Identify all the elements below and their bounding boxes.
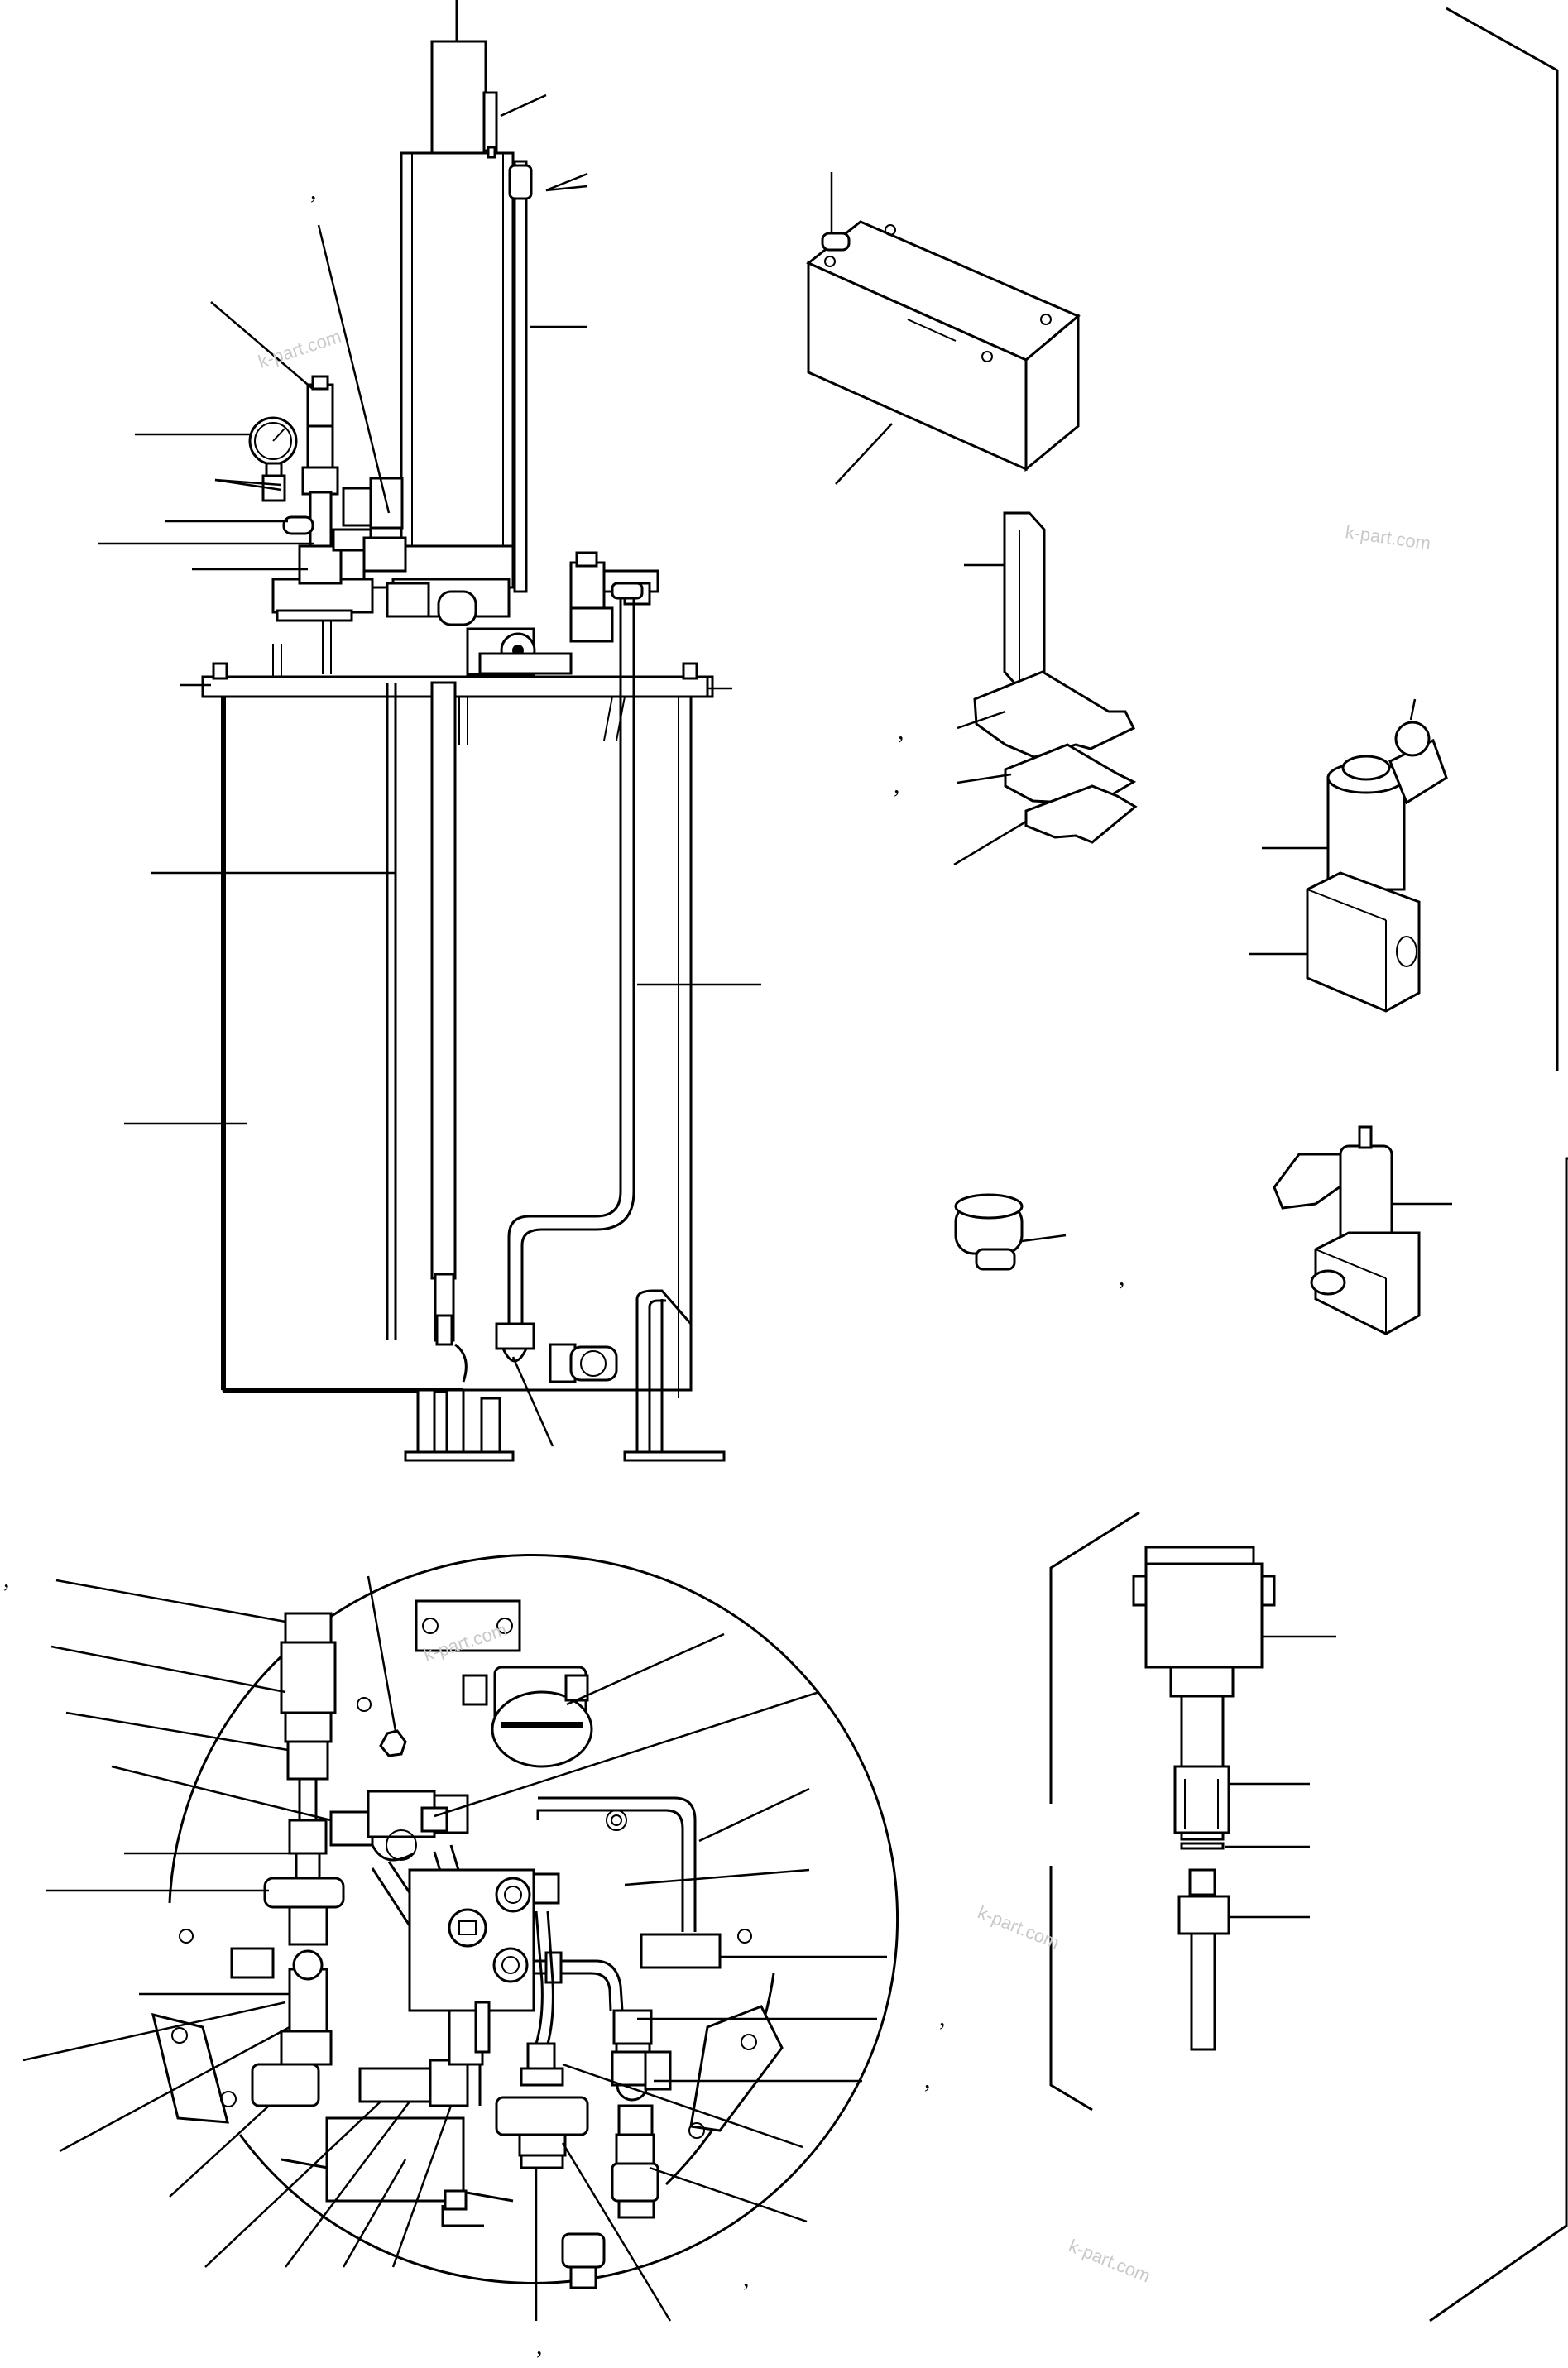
electrical-box xyxy=(806,172,1081,485)
watermark-text: k-part.com xyxy=(1066,2235,1153,2286)
tank-assembly xyxy=(201,0,726,1462)
comma-mark: , xyxy=(743,2265,750,2292)
leader-lines-top xyxy=(98,93,761,1447)
watermark-text: k-part.com xyxy=(975,1901,1062,1953)
solenoid-valve-lower xyxy=(1273,1125,1452,1335)
watermark-text: k-part.com xyxy=(1344,521,1431,554)
leader-lines-bottom xyxy=(22,1575,887,2322)
solenoid-valve-upper xyxy=(1249,698,1448,1013)
comma-mark: , xyxy=(898,717,904,745)
comma-mark: , xyxy=(1119,1263,1125,1291)
terminal-rail xyxy=(953,511,1138,866)
comma-marks: , , , , , , , , , xyxy=(3,177,1125,2360)
cap-plug xyxy=(954,1193,1067,1271)
comma-mark: , xyxy=(3,1565,10,1593)
level-sensor xyxy=(1132,1546,1336,2051)
comma-mark: , xyxy=(310,177,317,204)
comma-mark: , xyxy=(924,2066,931,2093)
watermark-text: k-part.com xyxy=(256,326,344,372)
top-view-assembly xyxy=(151,1553,899,2289)
comma-mark: , xyxy=(894,771,900,798)
comma-mark: , xyxy=(536,2332,543,2360)
grouping-brackets xyxy=(1049,7,1568,2322)
comma-mark: , xyxy=(939,2004,946,2031)
